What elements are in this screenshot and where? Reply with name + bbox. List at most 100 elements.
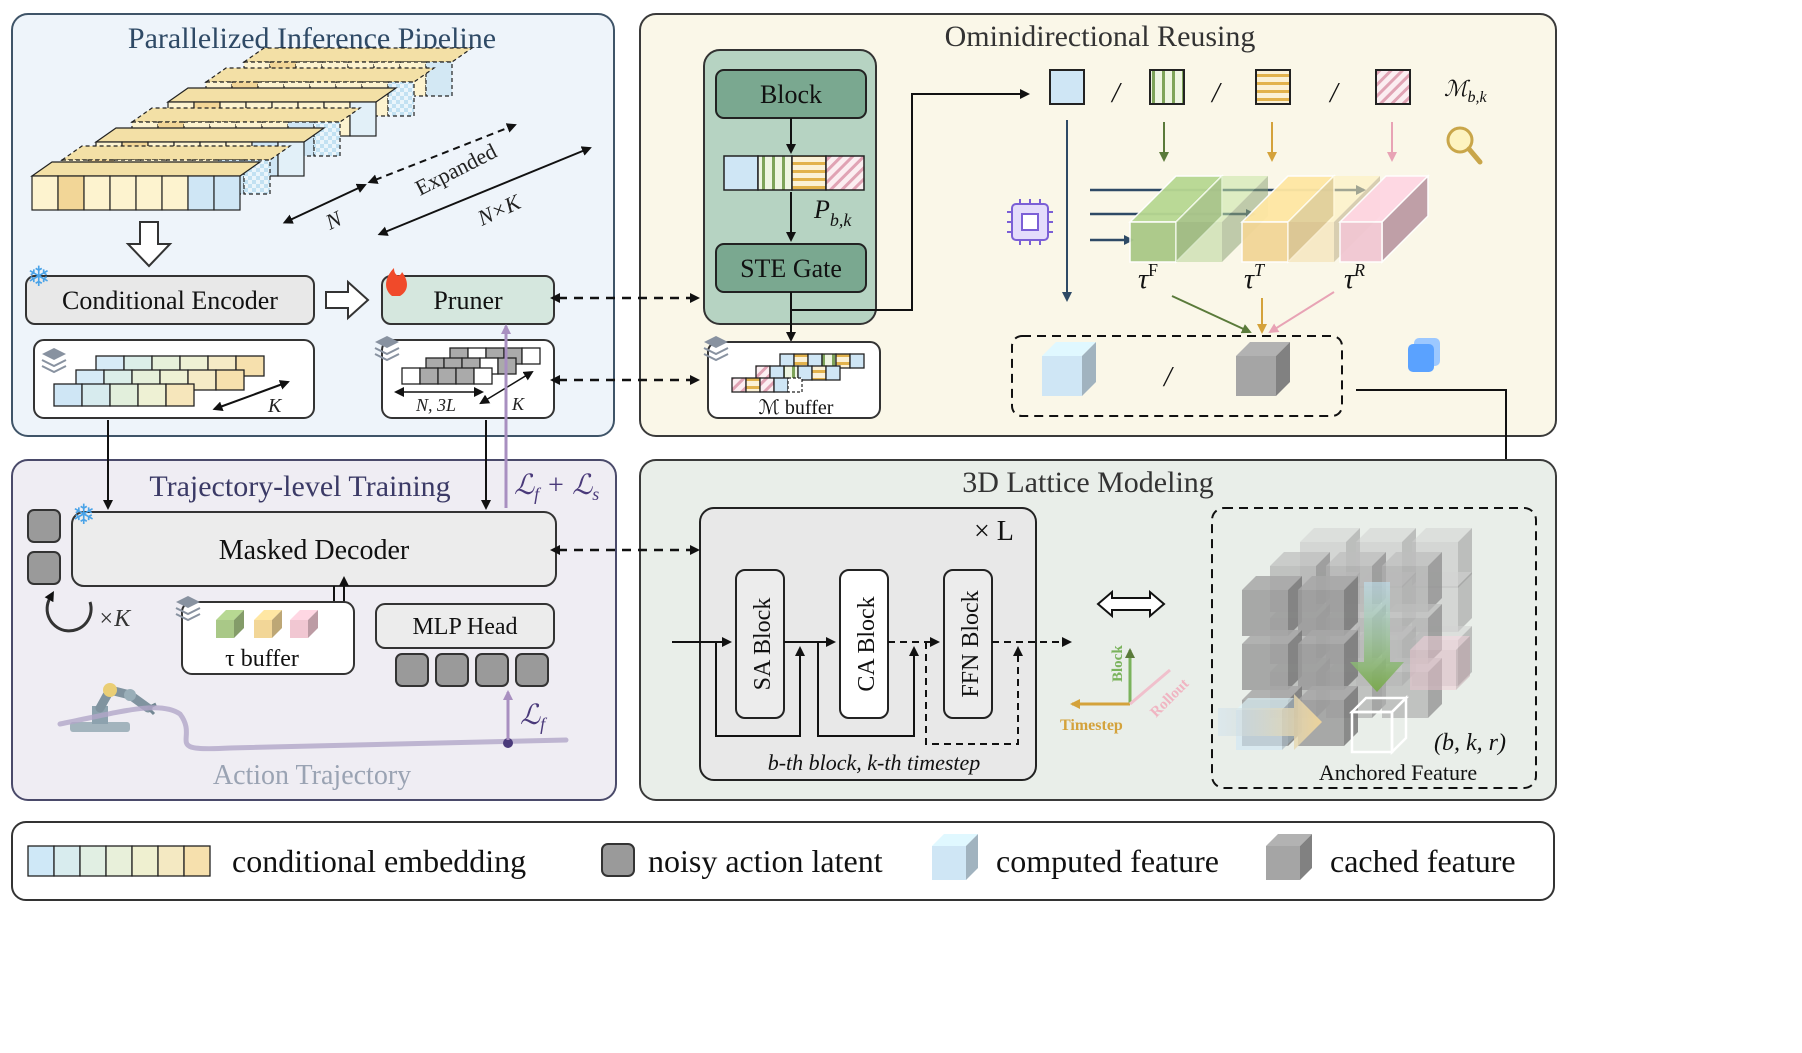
legend-cached-swatch (1266, 834, 1312, 880)
ffn-block-label: FFN Block (958, 590, 984, 697)
legend-embedding-swatch (27, 845, 211, 877)
mlp-head-label: MLP Head (412, 614, 517, 640)
result-cached-cube (1236, 342, 1290, 396)
block-reuse-arrow (1350, 582, 1404, 692)
prun-strip-front (401, 367, 493, 385)
enc-strip-front (53, 383, 195, 407)
legend-blue-cube (932, 834, 978, 880)
k-arrow-1 (212, 380, 290, 412)
conditional-encoder-box[interactable] (25, 275, 315, 325)
legend: conditional embedding noisy action laten… (11, 821, 1555, 901)
r-merge-arrow (1268, 291, 1335, 334)
flame-icon (386, 268, 407, 296)
layers-icon-4 (175, 596, 201, 622)
panel-lattice: 3D Lattice Modeling × L SA Block CA Bloc… (639, 459, 1557, 801)
timestep-reuse-arrow (1218, 694, 1322, 750)
ca-block[interactable] (839, 569, 889, 719)
panel-inference: Parallelized Inference Pipeline Expanded… (11, 13, 615, 437)
trajectory-loss-label: ℒf (520, 700, 548, 734)
n3l-label: N, 3L (415, 395, 456, 415)
slash-1: / (1110, 78, 1122, 109)
k-arrow-2 (479, 370, 534, 405)
mlp-head-box[interactable] (375, 603, 555, 649)
mbk-label: ℳb,k (1444, 76, 1488, 106)
anchored-cube (1348, 694, 1410, 756)
option-reuse-t (1255, 69, 1291, 105)
tau-buffer-cubes (216, 610, 318, 638)
lattice-box (1211, 507, 1537, 789)
tau-t-label: τT (1244, 260, 1266, 295)
ste-gate-label: STE Gate (740, 254, 842, 283)
k-label-2: K (511, 394, 525, 414)
robot-arm-icon (70, 683, 157, 732)
ffn-block[interactable] (943, 569, 993, 719)
conditional-encoder-label: Conditional Encoder (62, 286, 278, 315)
axis-block-label: Block (1110, 645, 1126, 682)
legend-noisy-swatch (601, 843, 635, 877)
tau-r-cube (1338, 174, 1430, 264)
panel-lattice-title: 3D Lattice Modeling (962, 466, 1214, 499)
f-merge-arrow (1171, 295, 1252, 334)
lattice-mid-cube-3 (1382, 552, 1442, 612)
loop-arrow (44, 591, 93, 633)
pruner-output-strips (401, 347, 541, 385)
sa-block-label: SA Block (750, 598, 776, 691)
panel-reusing: Ominidirectional Reusing Block Pb,k STE … (639, 13, 1557, 723)
cpu-icon (1007, 199, 1053, 245)
slash-4: / (1162, 362, 1174, 393)
layers-icon-3 (703, 336, 729, 362)
pruner-label: Pruner (433, 286, 503, 315)
k-label-1: K (267, 395, 283, 417)
times-k-label: ×K (98, 606, 132, 632)
ca-residual (817, 642, 919, 737)
result-blue-cube (1042, 342, 1096, 396)
legend-computed: computed feature (996, 843, 1219, 879)
ffn-residual (925, 642, 1023, 745)
lattice-front-cube-4 (1298, 630, 1358, 690)
buf-cube-green (216, 610, 244, 638)
buf-cube-yellow (254, 610, 282, 638)
legend-gray-cube (1266, 834, 1312, 880)
n-arrow (282, 183, 367, 224)
snowflake-icon-2: ❄ (72, 500, 95, 531)
axis-rollout-arrow (1129, 668, 1171, 706)
tau-f-label: τF (1138, 260, 1158, 295)
tau-f-cube (1128, 174, 1268, 264)
pbk-label: Pb,k (813, 195, 852, 230)
noisy-latent-stack (27, 509, 61, 585)
block-label: Block (760, 80, 822, 109)
result-computed-cube (1042, 342, 1096, 396)
ca-block-label: CA Block (854, 596, 880, 691)
layers-icon (41, 348, 67, 374)
m-buffer-strips (731, 353, 865, 393)
block-caption: b-th block, k-th timestep (768, 750, 981, 775)
lattice-front-cube-2 (1298, 576, 1358, 636)
expanded-embedding-stack (30, 47, 474, 211)
mask-strip (723, 155, 865, 191)
trajectory-point (503, 738, 513, 748)
lattice-front-cube-3 (1242, 630, 1302, 690)
mbuf-strip-front (731, 377, 789, 393)
loss-label: ℒf + ℒs (514, 470, 599, 504)
trajectory-curve (57, 705, 569, 752)
copy-icon (1408, 338, 1440, 372)
slash-2: / (1210, 78, 1222, 109)
lattice-pink-cube (1410, 636, 1470, 690)
layers-icon-2 (374, 336, 400, 362)
gate-to-reuse-arrow (791, 89, 1030, 311)
right-hollow-arrow (325, 279, 370, 321)
panel-training-title: Trajectory-level Training (149, 470, 450, 503)
masked-decoder-label: Masked Decoder (219, 535, 410, 566)
panel-reusing-title: Ominidirectional Reusing (945, 20, 1256, 53)
expanded-strip-7 (30, 161, 262, 211)
m-buffer-label: ℳ buffer (759, 397, 834, 419)
nk-arrow (377, 146, 592, 236)
tau-r-cube-shape (1338, 174, 1430, 264)
option-reuse-r (1375, 69, 1411, 105)
sa-block[interactable] (735, 569, 785, 719)
times-l-label: × L (974, 516, 1014, 547)
legend-computed-swatch (932, 834, 978, 880)
double-arrow (1096, 589, 1166, 619)
magnifier-icon (1446, 126, 1483, 165)
